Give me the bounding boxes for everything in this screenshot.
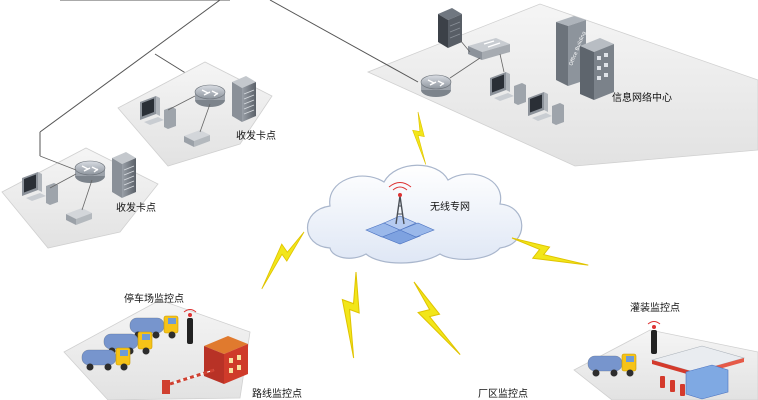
barrier-gate	[162, 368, 215, 394]
label-wireless-net: 无线专网	[430, 200, 470, 213]
tanker-truck-icon	[587, 353, 637, 377]
switch-icon	[468, 38, 510, 60]
lightning-icon	[406, 111, 435, 165]
label-filling-monitor: 灌装监控点	[630, 301, 680, 314]
router-icon	[420, 74, 452, 98]
server-icon	[437, 7, 463, 49]
wireless-cloud	[306, 164, 523, 264]
label-transceiver-2: 收发卡点	[116, 201, 156, 214]
office-building-icon: Office Building	[556, 16, 614, 100]
tanker-truck-icon	[81, 347, 131, 371]
gas-station-icon	[650, 345, 746, 400]
router-icon	[74, 160, 106, 184]
lightning-icon	[324, 270, 383, 359]
transceiver-devices-1	[140, 75, 257, 147]
lightning-icon	[410, 274, 461, 363]
label-transceiver-1: 收发卡点	[236, 129, 276, 142]
antenna-tower-icon	[365, 182, 435, 245]
router-icon	[194, 84, 226, 108]
server-icon	[231, 75, 257, 123]
building-icon	[204, 336, 248, 384]
server-icon	[111, 151, 137, 199]
label-parking-monitor: 停车场监控点	[124, 292, 184, 305]
antenna-tower-icon	[183, 309, 197, 344]
info-center-platform	[366, 3, 758, 167]
tanker-truck-icon	[129, 315, 179, 339]
info-center-devices: Office Building	[420, 7, 614, 125]
filling-site	[587, 321, 746, 400]
label-factory-monitor: 厂区监控点	[478, 387, 528, 400]
label-road-monitor: 路线监控点	[252, 387, 302, 400]
label-info-center: 信息网络中心	[612, 91, 672, 104]
transceiver-devices-2	[22, 151, 137, 225]
antenna-tower-icon	[647, 321, 661, 354]
parking-site	[81, 309, 248, 394]
lightning-icon	[246, 229, 318, 290]
